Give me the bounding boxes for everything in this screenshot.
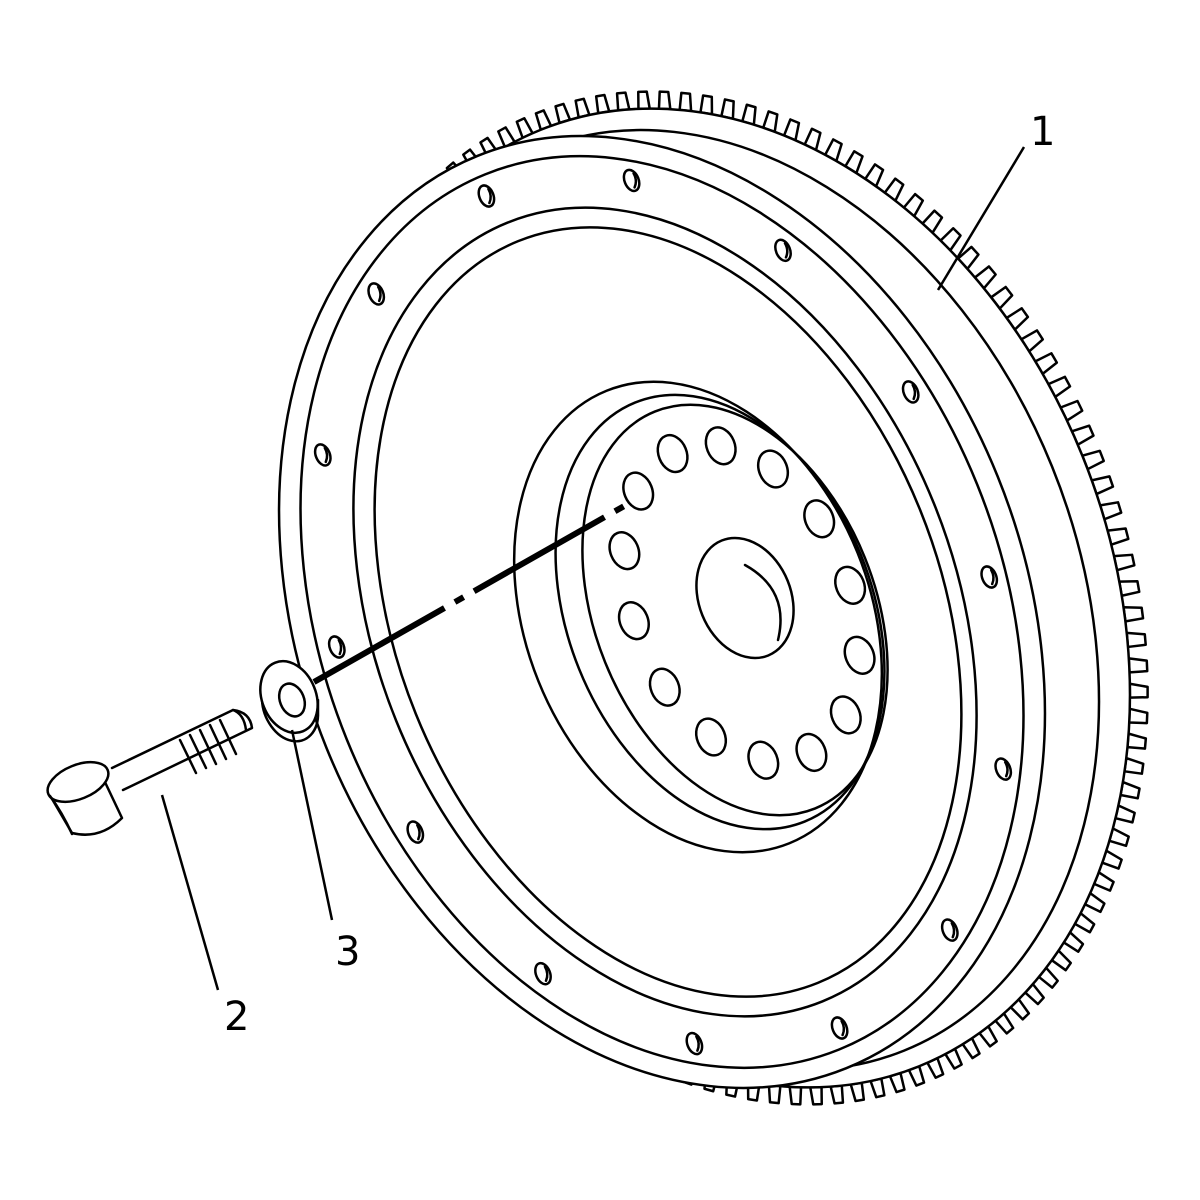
rim-hole-inner-wall (416, 823, 421, 841)
washer-outer (259, 659, 319, 735)
gear-tooth (809, 1085, 823, 1106)
hub-bolt-hole (795, 732, 828, 773)
center-bore-inner-wall (743, 563, 782, 642)
callout-3-leader (290, 729, 334, 921)
rim-hole-inner-wall (783, 242, 789, 259)
gear-tooth (1127, 657, 1149, 674)
gear-tooth (657, 90, 672, 111)
rim-mounting-hole (534, 961, 552, 986)
gear-tooth (1128, 682, 1149, 699)
hub-bolt-hole (803, 499, 836, 539)
gear-tooth (1123, 756, 1145, 775)
rim-mounting-hole (901, 380, 920, 404)
clutch-surface-outer (352, 206, 978, 1018)
clutch-surface-inner (373, 226, 963, 998)
flywheel-outer-edge (277, 134, 1047, 1090)
rim-mounting-hole (994, 757, 1013, 781)
hub-bolt-hole (608, 531, 641, 571)
hub-bolt-hole (617, 601, 650, 641)
rim-hole-inner-wall (840, 1019, 846, 1037)
hub-bolt-hole (656, 433, 689, 474)
rim-hole-inner-wall (543, 965, 549, 982)
rim-mounting-hole (774, 238, 792, 263)
gear-tooth (1126, 732, 1148, 750)
bolt (46, 708, 254, 836)
hub-bolt-hole (704, 426, 737, 466)
hub-bolt-hole (756, 449, 790, 489)
bolt-head-edge (48, 794, 74, 836)
gear-tooth (788, 1085, 803, 1106)
hub-bolt-hole (829, 695, 862, 735)
washer-side (260, 686, 320, 743)
hub-bolt-hole (843, 635, 876, 675)
rim-mounting-holes (313, 168, 1013, 1056)
callout-3-label: 3 (335, 929, 360, 975)
bolt-head-top (46, 760, 110, 804)
gear-tooth (829, 1084, 845, 1105)
rim-hole-inner-wall (989, 568, 995, 586)
bolt-threads (178, 718, 238, 775)
rim-mounting-hole (685, 1031, 704, 1056)
rim-hole-inner-wall (632, 172, 638, 189)
hub-bolt-hole (747, 740, 780, 780)
rim-mounting-hole (367, 282, 386, 306)
rim-mounting-hole (327, 635, 346, 659)
rim-hole-inner-wall (487, 187, 492, 205)
washer-hole (277, 682, 307, 718)
rim-hole-inner-wall (323, 446, 329, 464)
center-bore (695, 536, 795, 660)
hub-bolt-hole (694, 717, 728, 757)
callout-1-label: 1 (1030, 109, 1055, 155)
flywheel-face-outline (299, 154, 1025, 1070)
callout-1-leader (936, 146, 1026, 291)
hub-face (581, 403, 889, 817)
rim-hole-inner-wall (337, 638, 343, 656)
hub-bolt-hole (834, 565, 867, 605)
alignment-leader-line (312, 502, 628, 685)
rim-mounting-hole (313, 443, 332, 467)
bolt-shank (110, 708, 254, 792)
callout-2-label: 2 (224, 994, 249, 1040)
hub-bolt-holes (608, 426, 876, 780)
rim-mounting-hole (406, 820, 425, 844)
rim-hole-inner-wall (911, 383, 917, 401)
rim-mounting-hole (980, 565, 999, 589)
hub-bolt-hole (622, 471, 655, 511)
gear-tooth (615, 91, 631, 112)
gear-tooth (678, 91, 693, 113)
rim-mounting-hole (477, 184, 496, 208)
gear-tooth (1125, 631, 1147, 649)
bolt-thread-tip (231, 708, 248, 732)
hub-boss-outer (512, 380, 884, 854)
rim-mounting-hole (940, 918, 959, 942)
hub-bolt-hole (648, 667, 681, 707)
rim-hole-inner-wall (376, 285, 382, 303)
rim-hole-inner-wall (1003, 760, 1009, 778)
flywheel (277, 90, 1149, 1106)
gear-tooth (1122, 606, 1145, 623)
gear-tooth (1127, 707, 1149, 725)
rim-mounting-hole (622, 168, 641, 193)
rim-mounting-hole (830, 1016, 849, 1040)
rim-hole-inner-wall (950, 921, 956, 939)
washer (259, 659, 320, 743)
hub-boss-inner (554, 393, 886, 831)
gear-tooth (637, 90, 651, 111)
callout-2-leader (160, 794, 220, 991)
rim-hole-inner-wall (695, 1035, 700, 1052)
